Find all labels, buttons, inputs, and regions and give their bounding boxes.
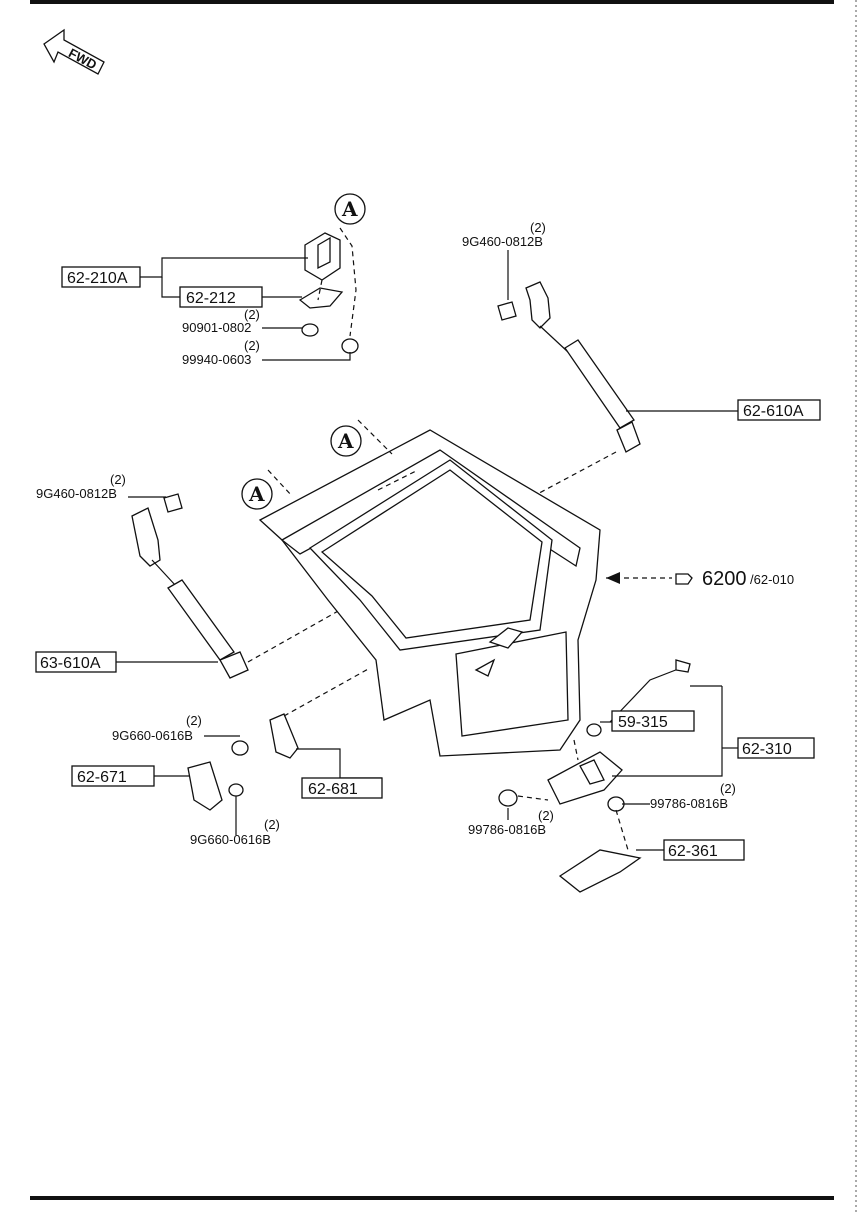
- label-62-610A: 62-610A: [737, 399, 821, 421]
- qty-9g660-b: (2): [264, 817, 280, 832]
- qty-90901: (2): [244, 307, 260, 322]
- part-6200-ref: /62-010: [750, 572, 794, 587]
- hinge-assembly: [298, 227, 359, 354]
- qty-9g660-a: (2): [186, 713, 202, 728]
- hand-pointer-icon: [675, 573, 693, 585]
- part-90901-0802: 90901-0802: [182, 320, 251, 335]
- svg-text:63-610A: 63-610A: [40, 655, 101, 672]
- fwd-arrow-icon: FWD: [43, 28, 105, 75]
- label-62-310: 62-310: [737, 737, 815, 759]
- svg-text:A: A: [337, 429, 354, 453]
- svg-text:62-671: 62-671: [77, 769, 127, 786]
- qty-99786-left: (2): [538, 808, 554, 823]
- label-59-315: 59-315: [611, 710, 695, 732]
- svg-text:A: A: [341, 197, 358, 221]
- label-63-610A: 63-610A: [35, 651, 117, 673]
- svg-text:62-610A: 62-610A: [743, 403, 804, 420]
- callout-a-top: A: [334, 193, 366, 225]
- label-62-671: 62-671: [71, 765, 155, 787]
- part-9g660-0616b-b: 9G660-0616B: [190, 832, 271, 847]
- svg-text:62-361: 62-361: [668, 843, 718, 860]
- svg-text:59-315: 59-315: [618, 714, 668, 731]
- latch-assembly: [498, 659, 691, 893]
- part-9g460-0812b-left: 9G460-0812B: [36, 486, 117, 501]
- part-99786-0816b-left: 99786-0816B: [468, 822, 546, 837]
- svg-text:62-212: 62-212: [186, 290, 236, 307]
- part-9g460-0812b-right: 9G460-0812B: [462, 234, 543, 249]
- label-62-361: 62-361: [663, 839, 745, 861]
- callout-a-left: A: [241, 478, 273, 510]
- part-9g660-0616b-a: 9G660-0616B: [112, 728, 193, 743]
- part-99940-0603: 99940-0603: [182, 352, 251, 367]
- part-6200: 6200: [702, 568, 747, 590]
- fwd-label: FWD: [66, 45, 99, 72]
- label-62-212: 62-212: [179, 286, 263, 308]
- lower-left-bracket: [187, 667, 371, 811]
- qty-9g460-right: (2): [530, 220, 546, 235]
- svg-text:62-210A: 62-210A: [67, 270, 128, 287]
- qty-99786-right: (2): [720, 781, 736, 796]
- callout-a-middle: A: [330, 425, 362, 457]
- liftgate-panel: [258, 419, 601, 757]
- qty-9g460-left: (2): [110, 472, 126, 487]
- label-62-210A: 62-210A: [61, 266, 141, 288]
- svg-text:62-310: 62-310: [742, 741, 792, 758]
- label-62-681: 62-681: [301, 777, 383, 799]
- svg-text:62-681: 62-681: [308, 781, 358, 798]
- svg-text:A: A: [248, 482, 265, 506]
- right-gas-strut: [497, 281, 641, 499]
- qty-99940: (2): [244, 338, 260, 353]
- part-99786-0816b-right: 99786-0816B: [650, 796, 728, 811]
- arrow-head-icon: [606, 572, 620, 584]
- left-gas-strut: [131, 493, 341, 679]
